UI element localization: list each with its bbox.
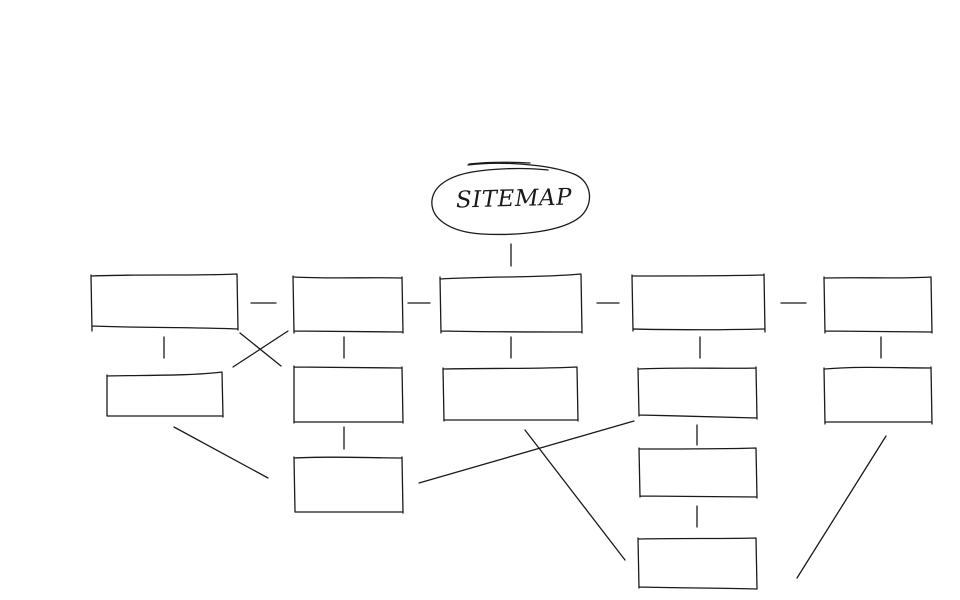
node-box[interactable] — [106, 371, 224, 418]
node-box-outline — [638, 447, 758, 499]
node-box[interactable] — [823, 276, 933, 334]
level-2-nodes — [106, 365, 933, 425]
title-ellipse-overdraw — [468, 161, 531, 165]
title-label: SITEMAP — [456, 184, 573, 213]
node-box-outline — [293, 456, 404, 514]
node-box-outline — [637, 366, 758, 420]
level-4-nodes — [637, 537, 758, 590]
connectors — [163, 243, 887, 579]
node-box-outline — [292, 275, 404, 334]
node-box-outline — [439, 273, 583, 334]
node-box-outline — [823, 276, 933, 334]
node-box[interactable] — [292, 275, 404, 334]
connector-n11-n9 — [418, 420, 635, 484]
node-box-outline — [631, 273, 766, 333]
node-box-outline — [293, 365, 404, 424]
node-box[interactable] — [638, 447, 758, 499]
connector-n8-n13 — [524, 429, 626, 561]
node-box-outline — [442, 366, 579, 422]
level-1-nodes — [90, 273, 933, 334]
node-box[interactable] — [637, 537, 758, 590]
connector-n10-n13 — [796, 435, 887, 579]
node-box[interactable] — [637, 366, 758, 420]
node-box-outline — [106, 371, 224, 418]
connector-n6-n7 — [239, 332, 282, 367]
node-box[interactable] — [442, 366, 579, 422]
node-box[interactable] — [293, 456, 404, 514]
title-node[interactable]: SITEMAP — [431, 161, 591, 236]
node-box-outline — [637, 537, 758, 590]
node-box-outline — [823, 366, 933, 425]
node-box-outline — [90, 273, 239, 332]
level-3-nodes — [293, 447, 758, 514]
node-box[interactable] — [631, 273, 766, 333]
node-box[interactable] — [439, 273, 583, 334]
connector-n6-n11 — [173, 426, 269, 479]
title-ellipse — [431, 162, 591, 236]
node-box[interactable] — [293, 365, 404, 424]
node-box[interactable] — [823, 366, 933, 425]
node-box[interactable] — [90, 273, 239, 332]
